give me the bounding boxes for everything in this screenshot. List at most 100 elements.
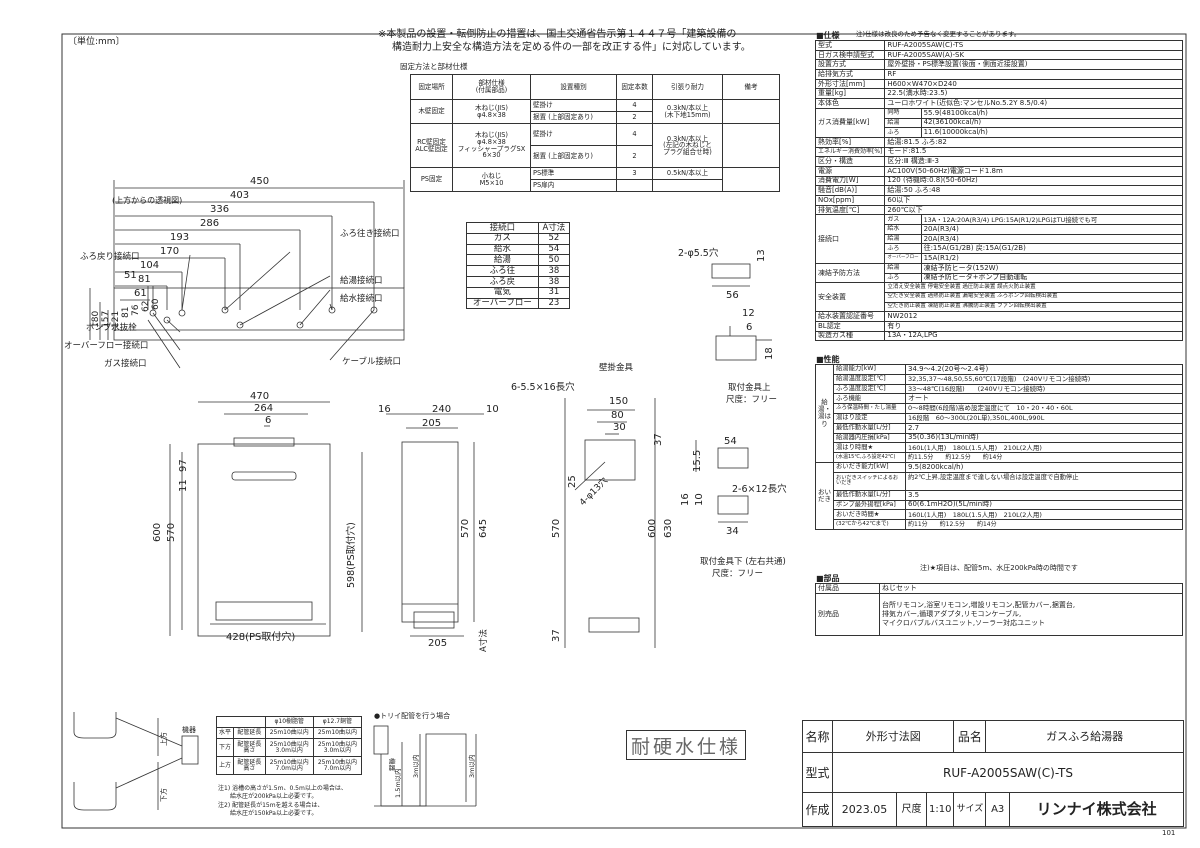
conn-name: 給水 [466,243,539,256]
bracket-bottom-h: 15.5 [692,450,703,472]
spec-label: 接続口 [814,214,886,264]
front-w2: 264 [254,403,273,414]
spec-label: 消費電力[W] [814,175,886,187]
bracket-top-h1: 13 [756,249,767,262]
perf-label: おいだき能力[kW] [833,461,906,473]
hard-water-stamp-text: 耐硬水仕様 [630,735,741,758]
spec-label: 凍結予防方法 [814,262,886,284]
trap-piping-drawing: ●トリイ配管を行う場合 機器 1.5m以内 3m以内 3m以内 [373,711,477,807]
spec-value: 11.6(10000kcal/h) [920,127,1184,138]
spec-sub: 給湯 [884,262,922,274]
label-furo-out: ふろ往き接続口 [340,228,400,239]
install-cell: 4 [616,123,653,146]
bracket-bottom-drawing: 54 15.5 2-6×12長穴 16 10 34 取付金具下 (左右共通) 尺… [680,436,787,579]
bath-lower-label: 下方 [159,788,168,802]
pipe-val: 25m10曲以内 3.0m以内 [312,738,363,757]
side-d3: 10 [486,404,499,415]
bracket-bottom-d2: 10 [694,493,705,506]
perf-group-reheat: おいだき [815,461,834,530]
spec-sub: ガス [884,214,922,226]
spec-sub: オーバーフロー [884,253,922,264]
conn-value: 38 [537,275,571,288]
conn-name: ふろ戻 [466,275,539,288]
pipe-item: 配管延長 高さ [233,756,266,775]
title-scale-label: 尺度 [896,792,927,827]
trap-h3: 3m以内 [467,755,476,778]
dim-76: 76 [131,304,141,316]
spec-value: 空だき安全装置 過熱防止装置 漏電安全装置 ふろポンプ回転検出装置 [884,291,1183,303]
bracket-bottom-scale: 尺度：フリー [712,568,763,579]
notice-line1: ※本製品の設置・転倒防止の措置は、国土交通省告示第１４４７号「建築設備の [378,29,737,40]
trap-title: ●トリイ配管を行う場合 [374,711,450,720]
title-block: 名称 外形寸法図 品名 ガスふろ給湯器 型式 RUF-A2005SAW(C)-T… [802,720,1184,827]
perf-label: 湯はり時間★ [833,442,906,454]
perf-value: 35(0.36)(13L/min時) [905,432,1183,444]
perf-label: ふろ温度設定[℃] [833,383,906,395]
bracket-top-hole: 2-φ5.5穴 [678,247,719,259]
pipe-item: 配管延長 [233,727,266,739]
parts-label: 別売品 [815,593,880,636]
spec-value: 15A(R1/2) [920,253,1184,264]
install-cell: 木壁固定 [410,99,453,124]
perf-value: 32,35,37〜48,50,55,60℃(17段階) (240Vリモコン接続時… [905,373,1183,385]
pipe-item: 配管延長 高さ [233,738,266,757]
side-h1: 570 [460,519,471,538]
pipe-header: φ10樹脂管 [264,716,314,728]
bath-device-label: 機器 [182,725,196,734]
bracket-top-h2: 18 [764,347,775,360]
bracket-top-d1: 12 [742,308,755,319]
title-size-value: A3 [985,792,1011,827]
pipe-dir: 水平 [215,727,235,739]
rear-h3: 630 [663,519,674,538]
install-cell: 4 [616,99,653,112]
title-name-label: 名称 [802,720,833,753]
perf-label: 給湯器内圧損[kPa] [833,432,906,444]
front-w1: 470 [250,392,269,402]
spec-note: 注)仕様は改良のため予告なく変更することがあります。 [856,30,1021,38]
spec-label: 電源 [814,165,886,177]
install-cell: 壁掛け [530,99,617,112]
install-header: 設置種別 [530,74,617,100]
rear-w1: 150 [609,396,628,407]
parts-header: ■部品 [816,574,840,583]
perf-value: 34.9〜4.2(20号〜2.4号) [905,364,1183,375]
conn-value: 31 [537,286,571,299]
dim-157: 157 [101,311,111,328]
spec-label: BL認定 [814,320,886,332]
perf-label: 給湯温度設定[℃] [833,373,906,385]
install-cell: 据置 (上部固定あり) [530,111,617,124]
trap-device: 機器 [388,758,397,772]
title-company: リンナイ株式会社 [1009,792,1184,827]
spec-value: 往:15A(G1/2B) 戻:15A(G1/2B) [920,243,1184,255]
front-ps-height: 598(PS取付穴) [345,522,357,588]
rear-b2: 37 [653,433,664,446]
side-bottom: 205 [428,638,447,649]
install-cell: PS扉内 [530,179,617,192]
perf-header: ■性能 [816,355,840,364]
label-overflow: オーバーフロー接続口 [64,340,148,351]
bracket-bottom-w2: 34 [726,526,739,537]
spec-value: 22.5(満水時:23.5) [884,88,1183,100]
front-h1: 600 [152,523,163,542]
spec-value: 給湯:50 ふろ:48 [884,185,1183,196]
rear-h2: 600 [647,519,658,538]
dim-60: 60 [151,298,161,310]
perf-value: 160L(1人用) 180L(1.5人用) 210L(2人用) [905,442,1183,454]
install-cell: 据置 (上部固定あり) [530,145,617,168]
dim-121: 121 [111,311,121,328]
perf-group-hot: 給湯・湯はり [815,364,834,463]
conn-header: A寸法 [537,222,571,234]
spec-sub: ふろ [884,272,922,284]
perf-label: 最低作動水量[L/分] [833,489,906,501]
pipe-val: 25m10曲以内 7.0m以内 [312,756,363,775]
install-header: 部材仕様 (付属部品) [452,74,531,100]
conn-name: 給湯 [466,254,539,267]
label-gas: ガス接続口 [104,358,147,369]
dim-61: 61 [134,288,147,299]
perf-label: ふろ保温時間・たし湯量 [833,403,906,414]
perf-value: 0〜8時間(6段階)高め設定温度にて 10・20・40・60L [905,403,1183,414]
perf-table: 給湯・湯はり給湯能力[kW]34.9〜4.2(20号〜2.4号) 給湯温度設定[… [815,364,1183,530]
install-table-title: 固定方法と部材仕様 [400,62,468,71]
perf-label: ふろ機能 [833,393,906,405]
